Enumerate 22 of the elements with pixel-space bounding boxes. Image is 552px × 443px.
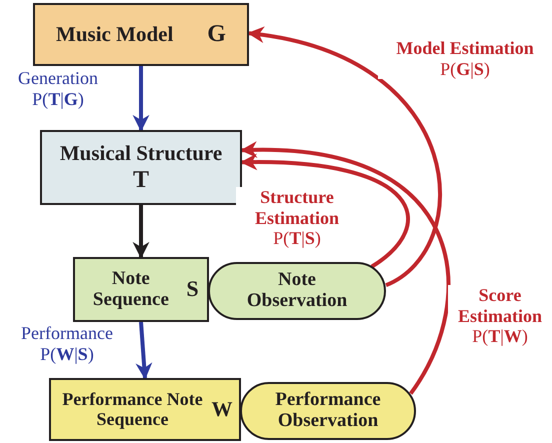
- node-title: Performance Note Sequence: [61, 390, 204, 430]
- node-title: Music Model: [56, 22, 174, 46]
- arrow: [240, 154, 410, 268]
- arrow: [240, 142, 450, 395]
- rounded-box: [208, 262, 386, 320]
- rounded-box: [240, 382, 416, 440]
- node-title: Performance Observation: [274, 390, 382, 432]
- node-title: Note Observation: [246, 270, 348, 312]
- process-box: [33, 3, 249, 66]
- node-title: Musical Structure: [60, 142, 222, 165]
- arrow: [136, 322, 152, 380]
- variable-symbol: T: [132, 166, 149, 194]
- variable-symbol: G: [207, 21, 226, 48]
- process-box: [49, 378, 241, 441]
- variable-symbol: W: [212, 398, 232, 422]
- process-box: [73, 257, 209, 322]
- variable-symbol: S: [186, 277, 199, 302]
- node-title: Note Sequence: [92, 268, 170, 310]
- arrow: [132, 205, 150, 259]
- arrow: [132, 66, 150, 132]
- process-box: [40, 130, 242, 205]
- arrow: [247, 28, 442, 287]
